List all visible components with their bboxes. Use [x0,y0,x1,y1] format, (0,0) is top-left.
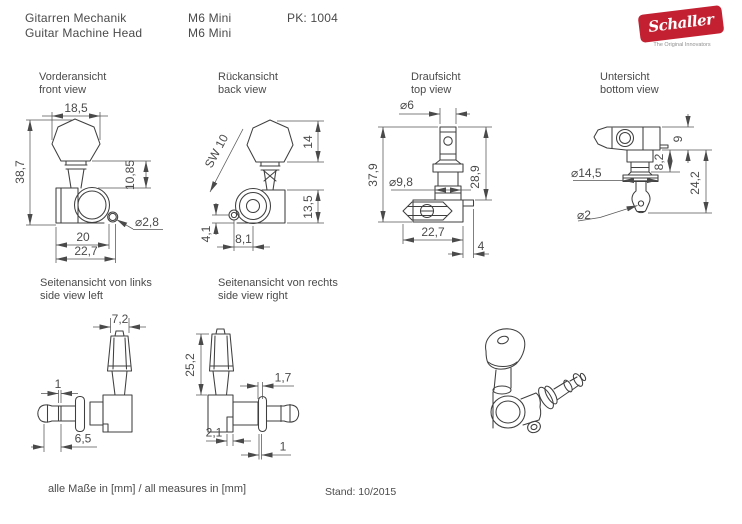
side-left-view-drawing: 7,2 1 6,5 [31,312,146,452]
view-label-side-right-en: side view right [218,290,288,302]
side-right-view-drawing: 25,2 1,7 2,1 1 [183,328,300,460]
view-label-front-de: Vorderansicht [39,71,107,83]
back-view-drawing: SW 10 14 13,5 4,1 8,1 [199,119,324,251]
view-label-top-de: Draufsicht [411,71,461,83]
front-dim-screw-hole-dia: ⌀2,8 [135,215,159,229]
schaller-logo-tagline: The Original Innovators [653,42,711,48]
side-left-dim-button-depth: 7,2 [112,312,129,326]
side-right-dim-button-length: 25,2 [183,353,197,377]
front-dim-overall-width: 22,7 [74,244,98,258]
view-label-back-de: Rückansicht [218,71,278,83]
view-label-side-left-en: side view left [40,290,103,302]
view-label-back: Rückansicht back view [218,71,278,97]
back-dim-housing-height: 13,5 [301,195,315,219]
front-dim-hole-spacing: 20 [76,230,90,244]
side-right-dim-flange-thickness: 1 [280,440,287,454]
view-label-side-left: Seitenansicht von links side view left [40,277,152,303]
side-right-dim-plate-thickness: 2,1 [206,426,223,440]
doc-model-de: M6 Mini [188,11,232,25]
view-label-top: Draufsicht top view [411,71,461,97]
view-label-back-en: back view [218,84,267,96]
doc-title-de: Gitarren Mechanik [25,11,127,25]
bottom-dim-string-hole-dia: ⌀2 [577,208,591,222]
bottom-view-drawing: 9 8,2 24,2 ⌀14,5 ⌀2 [571,114,712,222]
side-left-dim-groove-width: 1 [55,377,62,391]
view-label-side-left-de: Seitenansicht von links [40,277,152,289]
top-dim-overall-height: 37,9 [366,163,380,187]
bottom-dim-housing-depth: 9 [671,135,685,142]
view-label-side-right: Seitenansicht von rechts side view right [218,277,338,303]
view-label-side-right-de: Seitenansicht von rechts [218,277,338,289]
front-dim-button-to-plate: 10,85 [123,160,137,190]
top-view-drawing: ⌀6 37,9 28,9 ⌀9,8 22,7 4 [366,98,492,258]
top-dim-tab-width: 4 [478,239,485,253]
side-right-dim-gap: 1,7 [275,371,292,385]
top-dim-overall-width: 22,7 [421,225,445,239]
view-label-front: Vorderansicht front view [39,71,106,97]
front-view-drawing: 18,5 38,7 10,85 ⌀2,8 20 22,7 [13,101,163,263]
back-dim-ear-offset: 4,1 [199,225,213,242]
bottom-dim-overall-depth: 24,2 [688,171,702,195]
back-dim-button-height: 14 [301,135,315,149]
units-note: alle Maße in [mm] / all measures in [mm] [48,483,247,495]
front-dim-button-width: 18,5 [64,101,88,115]
front-dim-overall-height: 38,7 [13,160,27,184]
view-label-bottom: Untersicht bottom view [600,71,659,97]
bottom-dim-flange-dia: ⌀14,5 [571,166,602,180]
bottom-dim-neck-depth: 8,2 [652,153,666,170]
doc-model: M6 Mini M6 Mini [188,11,231,40]
view-label-bottom-en: bottom view [600,84,659,96]
top-dim-post-to-button: 28,9 [468,165,482,189]
view-label-bottom-de: Untersicht [600,71,650,83]
back-dim-wrench-size: SW 10 [202,132,231,171]
doc-title: Gitarren Mechanik Guitar Machine Head [25,11,142,40]
top-dim-shaft-dia: ⌀9,8 [389,175,413,189]
view-label-top-en: top view [411,84,452,96]
doc-model-en: M6 Mini [188,25,232,40]
revision-date: Stand: 10/2015 [325,486,397,498]
back-dim-ear-to-center: 8,1 [235,232,252,246]
side-left-dim-post-length: 6,5 [75,432,92,446]
isometric-view-drawing [485,328,587,434]
top-dim-post-dia: ⌀6 [400,98,414,112]
doc-title-en: Guitar Machine Head [25,25,143,40]
view-label-front-en: front view [39,84,87,96]
doc-part-number: PK: 1004 [287,11,338,25]
